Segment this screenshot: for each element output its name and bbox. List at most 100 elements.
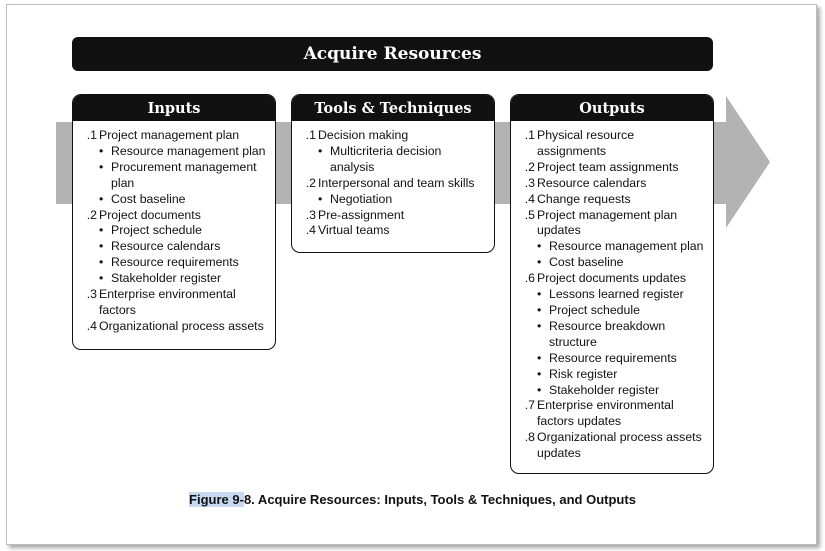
- item-text: Project team assignments: [537, 159, 679, 174]
- list-item: updates: [519, 446, 705, 462]
- bullet-icon: •: [537, 318, 542, 333]
- process-title: Acquire Resources: [72, 37, 713, 71]
- item-text: Risk register: [549, 366, 618, 381]
- item-text: Project management plan: [99, 128, 240, 142]
- sub-list-item: • Procurement management: [81, 160, 267, 176]
- sub-list-item: • Stakeholder register: [81, 271, 267, 287]
- sub-list-item: • Stakeholder register: [519, 383, 705, 399]
- item-text: Change requests: [537, 191, 631, 206]
- bullet-icon: •: [99, 271, 104, 286]
- item-text: Project schedule: [111, 223, 202, 238]
- item-number: .1: [524, 128, 535, 142]
- item-text: structure: [549, 334, 597, 349]
- item-text: Project schedule: [549, 302, 640, 317]
- item-number: .3: [305, 207, 316, 222]
- bullet-icon: •: [537, 350, 542, 365]
- item-text: Resource calendars: [537, 175, 647, 190]
- item-text: Resource calendars: [111, 239, 221, 254]
- item-number: .6: [524, 271, 535, 286]
- bullet-icon: •: [537, 255, 542, 270]
- item-number: .3: [524, 175, 535, 190]
- sub-list-item: •Cost baseline: [519, 255, 705, 271]
- list-item: factors: [81, 303, 267, 319]
- sub-list-item: •Resource management plan: [81, 144, 267, 160]
- item-text: Negotiation: [330, 191, 393, 206]
- sub-list-item: plan: [81, 176, 267, 192]
- bullet-icon: •: [318, 143, 323, 158]
- bullet-icon: •: [99, 223, 104, 238]
- caption-highlight: Figure 9-: [189, 492, 244, 507]
- item-text: analysis: [330, 159, 375, 174]
- item-text: plan: [111, 175, 135, 190]
- sub-list-item: • Lessons learned register: [519, 287, 705, 303]
- item-number: .2: [305, 175, 316, 190]
- bullet-icon: •: [537, 382, 542, 397]
- sub-list-item: •Resource management plan: [519, 239, 705, 255]
- caption-text: 8. Acquire Resources: Inputs, Tools & Te…: [243, 492, 636, 507]
- sub-list-item: • Resource requirements: [81, 255, 267, 271]
- item-text: Resource requirements: [111, 255, 239, 270]
- item-number: .2: [86, 207, 97, 222]
- sub-list-item: • Project schedule: [81, 223, 267, 239]
- item-text: Physical resource: [537, 128, 635, 142]
- list-item: assignments: [519, 144, 705, 160]
- bullet-icon: •: [99, 255, 104, 270]
- item-number: .7: [524, 398, 535, 413]
- bullet-icon: •: [537, 302, 542, 317]
- figure-caption: Figure 9-8. Acquire Resources: Inputs, T…: [0, 492, 825, 507]
- item-text: Lessons learned register: [549, 287, 684, 302]
- item-text: Project management plan: [537, 207, 678, 222]
- sub-list-item: • Negotiation: [300, 192, 486, 208]
- item-text: Decision making: [318, 128, 409, 142]
- item-text: Resource requirements: [549, 350, 677, 365]
- item-number: .1: [86, 128, 97, 142]
- item-text: Organizational process assets: [99, 318, 264, 333]
- item-number: .4: [86, 318, 97, 333]
- bullet-icon: •: [99, 191, 104, 206]
- sub-list-item: •Resource calendars: [81, 239, 267, 255]
- item-text: assignments: [537, 143, 607, 158]
- item-number: .1: [305, 128, 316, 142]
- item-text: Virtual teams: [318, 223, 390, 238]
- item-text: Multicriteria decision: [330, 143, 442, 158]
- inputs-header: Inputs: [73, 95, 275, 121]
- list-item: updates: [519, 223, 705, 239]
- bullet-icon: •: [318, 191, 323, 206]
- sub-list-item: analysis: [300, 160, 486, 176]
- sub-list-item: • Resource requirements: [519, 351, 705, 367]
- bullet-icon: •: [537, 287, 542, 302]
- item-text: Stakeholder register: [549, 382, 660, 397]
- bullet-icon: •: [99, 159, 104, 174]
- outputs-header: Outputs: [511, 95, 713, 121]
- item-number: .4: [305, 223, 316, 238]
- item-text: updates: [537, 223, 581, 238]
- item-number: .2: [524, 159, 535, 174]
- item-text: Procurement management: [111, 159, 257, 174]
- item-number: .8: [524, 430, 535, 445]
- item-text: Project documents updates: [537, 271, 687, 286]
- item-text: Interpersonal and team skills: [318, 175, 475, 190]
- item-number: .5: [524, 207, 535, 222]
- item-text: updates: [537, 446, 581, 461]
- sub-list-item: • Multicriteria decision: [300, 144, 486, 160]
- item-text: Enterprise environmental: [537, 398, 674, 413]
- item-text: Cost baseline: [111, 191, 186, 206]
- tools-techniques-header: Tools & Techniques: [292, 95, 494, 121]
- item-text: Resource management plan: [111, 143, 266, 158]
- item-text: Stakeholder register: [111, 271, 222, 286]
